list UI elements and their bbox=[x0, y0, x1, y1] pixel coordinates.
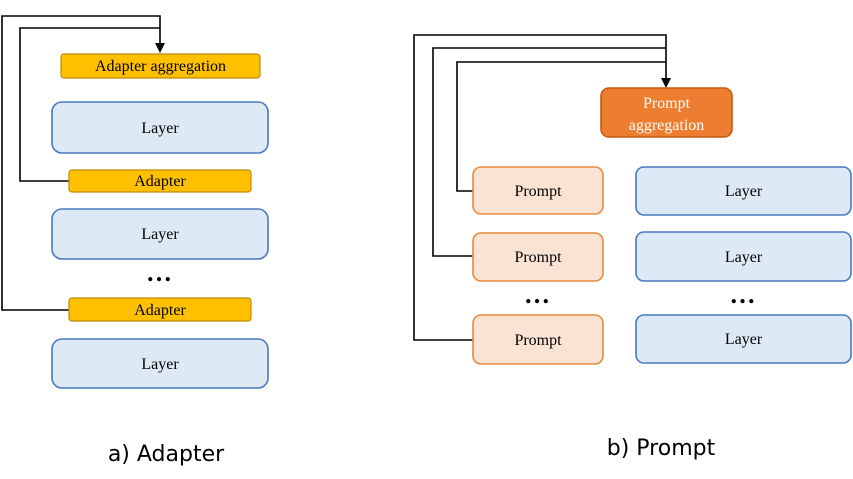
adapter-skip-connections bbox=[1, 15, 165, 311]
prompt-layer-label-3: Layer bbox=[725, 331, 763, 348]
adapter-layer-box-1: Layer bbox=[51, 101, 269, 154]
prompt-label-3: Prompt bbox=[514, 332, 562, 349]
adapter-box-2: Adapter bbox=[68, 297, 252, 322]
adapter-layer-box-3: Layer bbox=[51, 338, 269, 389]
prompt-layer-box-3: Layer bbox=[635, 314, 852, 364]
prompt-caption: b) Prompt bbox=[607, 436, 716, 461]
prompt-label-1: Prompt bbox=[514, 183, 562, 200]
adapter-layer-box-2: Layer bbox=[51, 208, 269, 260]
prompt-aggregation-label-line1: Prompt bbox=[643, 95, 691, 112]
adapter-panel: Adapter aggregation Layer Adapter Layer … bbox=[1, 15, 269, 467]
prompt-layer-ellipsis: … bbox=[730, 280, 758, 309]
adapter-rect-2 bbox=[68, 297, 252, 322]
prompt-layer-box-2: Layer bbox=[635, 231, 852, 282]
adapter-layer-label-1: Layer bbox=[141, 120, 179, 137]
adapter-aggregation-rect bbox=[60, 53, 261, 79]
prompt-aggregation-rect bbox=[600, 87, 733, 138]
adapter-label-2: Adapter bbox=[134, 302, 186, 319]
adapter-layer-rect-3 bbox=[51, 338, 269, 389]
adapter-caption: a) Adapter bbox=[108, 442, 225, 467]
adapter-aggregation-box: Adapter aggregation bbox=[60, 53, 261, 79]
adapter-box-1: Adapter bbox=[68, 169, 252, 193]
prompt-aggregation-label-line2: aggregation bbox=[629, 117, 705, 134]
prompt-layer-rect-3 bbox=[635, 314, 852, 364]
adapter-label-1: Adapter bbox=[134, 173, 186, 190]
adapter-layer-label-2: Layer bbox=[141, 226, 179, 243]
prompt-rect-3 bbox=[472, 314, 604, 365]
prompt-label-2: Prompt bbox=[514, 249, 562, 266]
prompt-box-1: Prompt bbox=[472, 166, 604, 215]
prompt-connection-line-middle bbox=[432, 47, 666, 257]
prompt-rect-2 bbox=[472, 232, 604, 282]
prompt-box-3: Prompt bbox=[472, 314, 604, 365]
adapter-aggregation-label: Adapter aggregation bbox=[95, 58, 226, 75]
prompt-aggregation-box: Prompt aggregation bbox=[600, 87, 733, 138]
prompt-layer-label-2: Layer bbox=[725, 249, 763, 266]
prompt-layer-label-1: Layer bbox=[725, 183, 763, 200]
prompt-panel: Prompt aggregation Prompt Prompt … Promp… bbox=[413, 34, 852, 461]
adapter-layer-rect-2 bbox=[51, 208, 269, 260]
prompt-rect-1 bbox=[472, 166, 604, 215]
prompt-ellipsis: … bbox=[524, 280, 552, 309]
adapter-rect-1 bbox=[68, 169, 252, 193]
adapter-ellipsis: … bbox=[146, 258, 174, 287]
prompt-connection-line-outer bbox=[413, 34, 671, 341]
prompt-layer-box-1: Layer bbox=[635, 166, 852, 216]
adapter-skip-line-inner bbox=[19, 27, 160, 182]
prompt-connections bbox=[413, 34, 671, 341]
prompt-connection-line-inner bbox=[456, 61, 666, 192]
prompt-box-2: Prompt bbox=[472, 232, 604, 282]
adapter-layer-rect-1 bbox=[51, 101, 269, 154]
adapter-layer-label-3: Layer bbox=[141, 356, 179, 373]
prompt-layer-rect-1 bbox=[635, 166, 852, 216]
prompt-layer-rect-2 bbox=[635, 231, 852, 282]
adapter-skip-line-outer bbox=[1, 15, 165, 311]
